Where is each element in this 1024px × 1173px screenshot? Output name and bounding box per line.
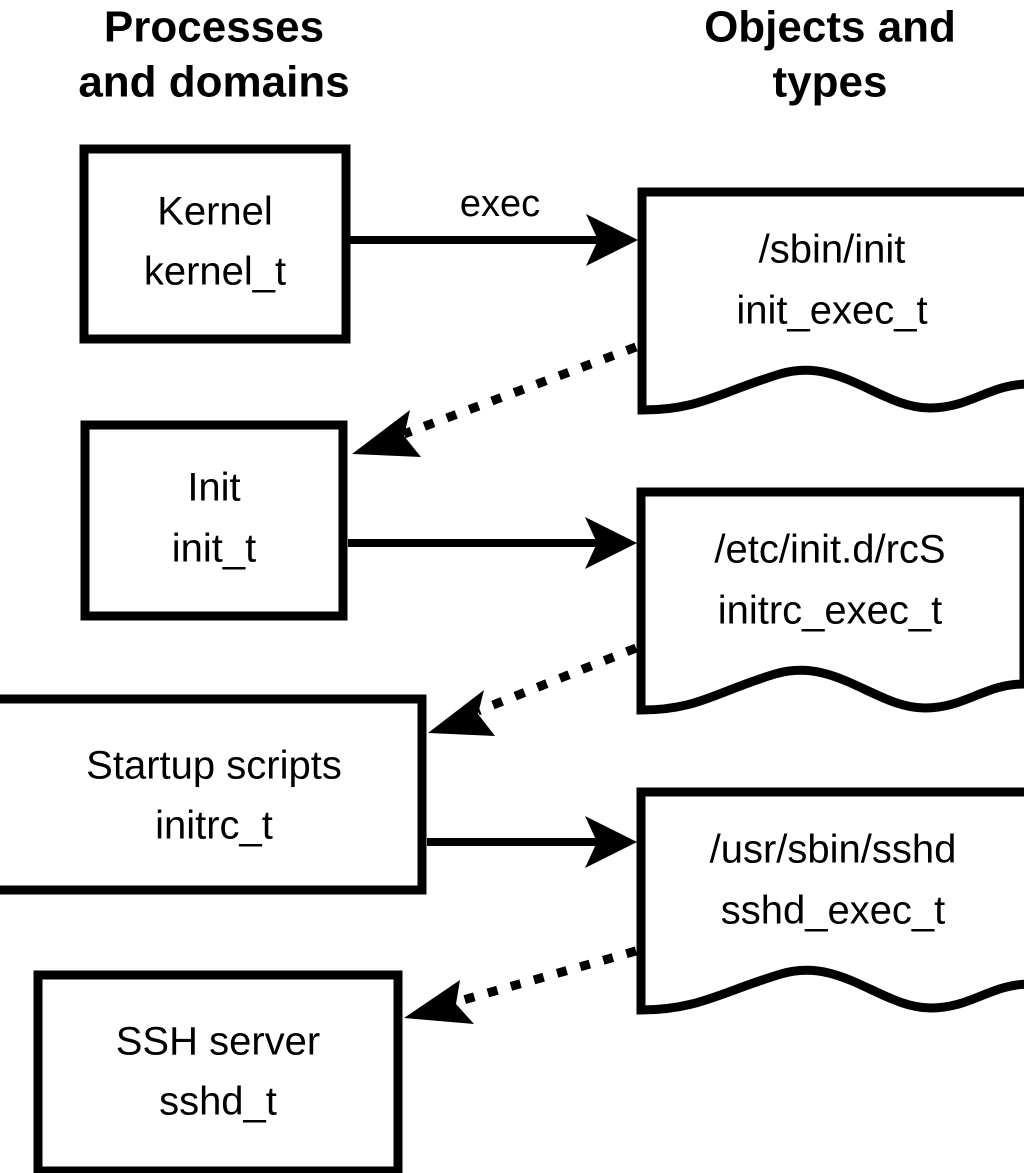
- arrow-head-sshd-exec-sshd: [404, 980, 474, 1024]
- node-init[interactable]: Init init_t: [80, 420, 348, 621]
- node-ssh-server-line1: SSH server: [116, 1020, 321, 1064]
- node-etc-initd-rcs-line2: initrc_exec_t: [718, 589, 943, 633]
- edge-initrc-exec-to-initrc: [428, 643, 638, 736]
- node-usr-sbin-sshd-document[interactable]: [636, 787, 1024, 1015]
- node-startup-scripts-box[interactable]: [0, 694, 427, 895]
- arrow-head-initrc-exec-initrc: [428, 690, 495, 736]
- node-sbin-init-line2: init_exec_t: [736, 289, 927, 333]
- node-init-line2: init_t: [172, 527, 257, 571]
- node-sbin-init-line1: /sbin/init: [759, 228, 906, 272]
- node-kernel-box[interactable]: [79, 144, 351, 344]
- edge-line-initrc-exec-initrc: [476, 643, 638, 716]
- node-etc-initd-rcs-line1: /etc/init.d/rcS: [714, 528, 945, 572]
- node-usr-sbin-sshd-line2: sshd_exec_t: [721, 889, 946, 933]
- header-objects-line2: types: [773, 58, 888, 107]
- node-startup-scripts-line2: initrc_t: [155, 804, 273, 848]
- arrow-head-init-initrc-exec: [585, 517, 637, 569]
- node-etc-initd-rcs-document[interactable]: [636, 487, 1024, 715]
- header-processes-line1: Processes: [104, 3, 324, 52]
- header-processes-line2: and domains: [78, 58, 349, 107]
- node-sbin-init-document[interactable]: [637, 187, 1024, 415]
- arrow-head-initrc-sshd-exec: [585, 816, 637, 868]
- edge-initrc-to-sshd-exec: [427, 816, 637, 868]
- node-ssh-server[interactable]: SSH server sshd_t: [33, 970, 403, 1173]
- arrow-head-init-exec-init: [352, 410, 421, 457]
- node-sbin-init[interactable]: /sbin/init init_exec_t: [637, 187, 1024, 415]
- node-usr-sbin-sshd[interactable]: /usr/sbin/sshd sshd_exec_t: [636, 787, 1024, 1015]
- node-init-line1: Init: [187, 466, 240, 510]
- edge-kernel-to-init-exec: exec: [350, 183, 638, 266]
- node-usr-sbin-sshd-line1: /usr/sbin/sshd: [710, 828, 957, 872]
- edge-init-to-initrc-exec: [348, 517, 637, 569]
- arrow-head-kernel-init-exec: [586, 214, 638, 266]
- edge-line-init-exec-init: [402, 342, 638, 439]
- node-kernel[interactable]: Kernel kernel_t: [79, 144, 351, 344]
- node-ssh-server-line2: sshd_t: [159, 1080, 277, 1124]
- node-kernel-line1: Kernel: [157, 190, 273, 234]
- edge-init-exec-to-init: [352, 342, 638, 457]
- edge-line-sshd-exec-sshd: [454, 946, 638, 1007]
- column-header-objects: Objects and types: [704, 3, 956, 107]
- node-startup-scripts-line1: Startup scripts: [86, 744, 342, 788]
- node-init-box[interactable]: [80, 420, 348, 621]
- node-ssh-server-box[interactable]: [33, 970, 403, 1173]
- node-etc-initd-rcs[interactable]: /etc/init.d/rcS initrc_exec_t: [636, 487, 1024, 715]
- node-startup-scripts[interactable]: Startup scripts initrc_t: [0, 694, 427, 895]
- edge-label-exec: exec: [460, 183, 540, 225]
- edge-sshd-exec-to-sshd: [404, 946, 638, 1024]
- column-header-processes: Processes and domains: [78, 3, 349, 107]
- node-kernel-line2: kernel_t: [144, 250, 286, 294]
- header-objects-line1: Objects and: [704, 3, 956, 52]
